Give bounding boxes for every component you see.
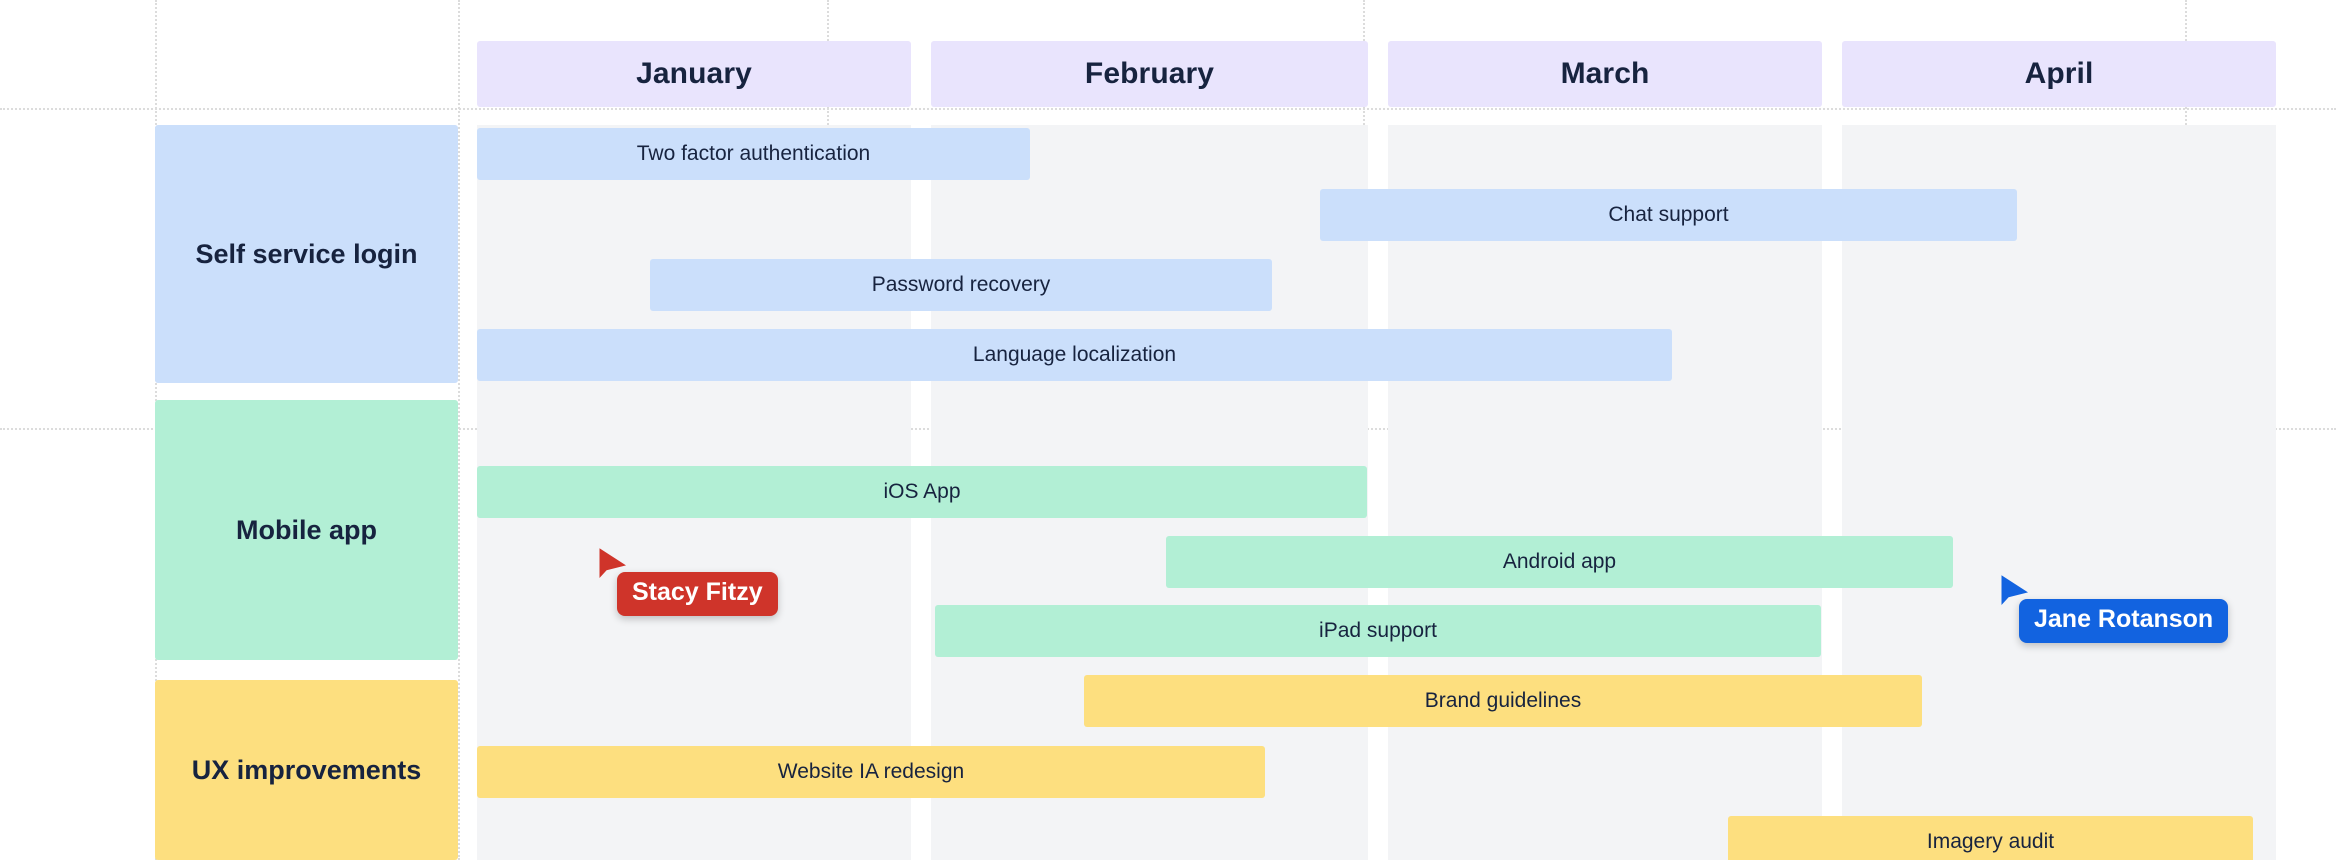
group-label-ux-improvements[interactable]: UX improvements xyxy=(155,680,458,860)
timeline-column-march xyxy=(1388,125,1822,860)
task-bar-password-recovery[interactable]: Password recovery xyxy=(650,259,1272,311)
cursor-name-label: Jane Rotanson xyxy=(2019,599,2229,643)
canvas-guide-vertical-1 xyxy=(458,0,460,860)
task-bar-chat-support[interactable]: Chat support xyxy=(1320,189,2017,241)
group-label-mobile-app[interactable]: Mobile app xyxy=(155,400,458,660)
task-bar-website-ia-redesign[interactable]: Website IA redesign xyxy=(477,746,1265,798)
task-bar-brand-guidelines[interactable]: Brand guidelines xyxy=(1084,675,1922,727)
task-bar-ipad-support[interactable]: iPad support xyxy=(935,605,1821,657)
group-label-self-service-login[interactable]: Self service login xyxy=(155,125,458,383)
timeline-column-april xyxy=(1842,125,2276,860)
cursor-pointer-icon xyxy=(2001,575,2028,605)
month-header-january[interactable]: January xyxy=(477,41,911,107)
task-bar-language-localization[interactable]: Language localization xyxy=(477,329,1672,381)
month-header-february[interactable]: February xyxy=(931,41,1368,107)
month-header-april[interactable]: April xyxy=(1842,41,2276,107)
cursor-name-label: Stacy Fitzy xyxy=(617,572,778,616)
canvas-guide-horizontal-0 xyxy=(0,108,2336,110)
task-bar-ios-app[interactable]: iOS App xyxy=(477,466,1367,518)
task-bar-android-app[interactable]: Android app xyxy=(1166,536,1953,588)
month-header-march[interactable]: March xyxy=(1388,41,1822,107)
task-bar-two-factor-authentication[interactable]: Two factor authentication xyxy=(477,128,1030,180)
task-bar-imagery-audit[interactable]: Imagery audit xyxy=(1728,816,2253,860)
cursor-pointer-icon xyxy=(599,548,626,578)
